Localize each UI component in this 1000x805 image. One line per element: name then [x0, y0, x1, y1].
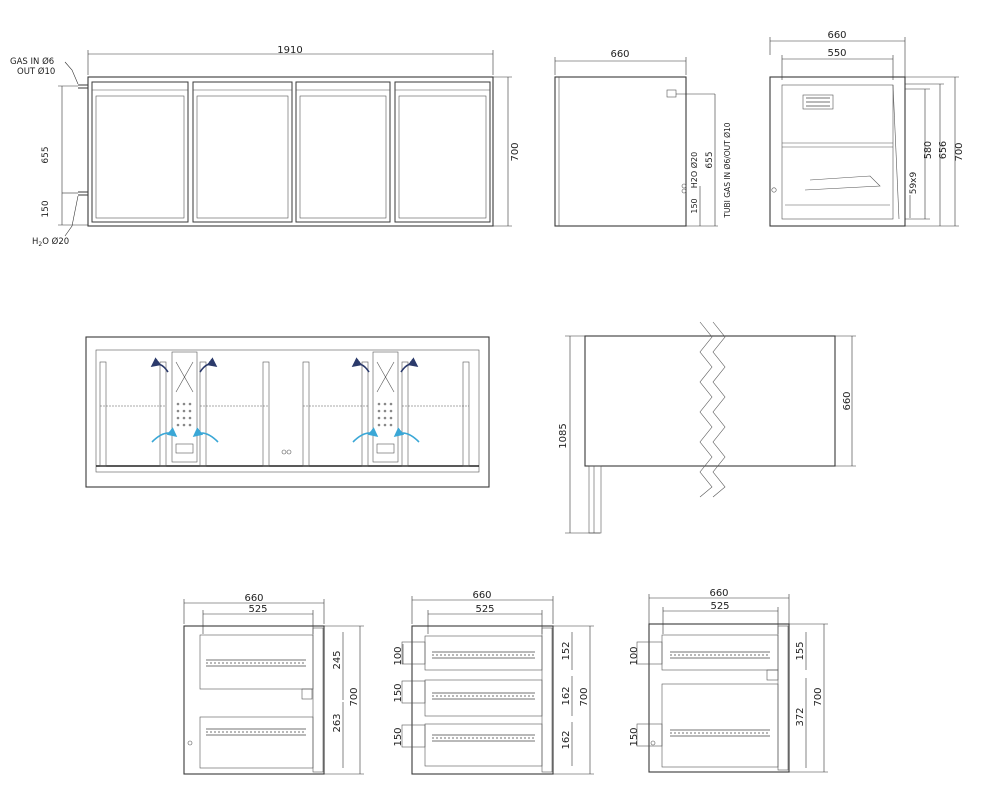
section-d660-dim: 660 [827, 30, 846, 41]
drawer3-left-l2: 150 [629, 727, 640, 746]
section-h580-dim: 580 [923, 141, 934, 159]
cross-section: 660 550 59x9 580 656 700 [769, 30, 965, 227]
drawer3-h-a: 155 [795, 641, 806, 660]
side-h655-dim: 655 [705, 151, 715, 168]
drawer3-w660: 660 [709, 588, 728, 599]
front-h700-dim: 700 [510, 142, 521, 161]
section-d550-dim: 550 [827, 48, 846, 59]
plan-unit-left [150, 351, 219, 463]
drawer1-h-b: 263 [332, 713, 343, 732]
front-h150-dim: 150 [41, 200, 51, 217]
side-depth-dim: 660 [610, 49, 629, 60]
drawer2-left-l1: 100 [393, 646, 404, 665]
side-elevation: 660 H2O Ø20 150 655 TUBI GAS IN Ø6/OUT Ø… [554, 49, 732, 227]
drawer2-left-l2: 150 [393, 683, 404, 702]
gas-out-label: OUT Ø10 [17, 66, 55, 77]
drawer2-w660: 660 [472, 590, 491, 601]
drawer2-h700: 700 [579, 687, 590, 706]
drawer3-h-b: 372 [795, 707, 806, 726]
front-width-dim: 1910 [277, 45, 302, 56]
front-doors [91, 81, 491, 223]
drawer2-h-a: 152 [561, 641, 572, 660]
drawer2-h-c: 162 [561, 730, 572, 749]
front-elevation: 1910 655 150 [10, 45, 521, 248]
drawer2-h-b: 162 [561, 686, 572, 705]
drawer1-w525: 525 [248, 604, 267, 615]
drawer3-h700: 700 [813, 687, 824, 706]
drawer2-left-l3: 150 [393, 727, 404, 746]
side-h150-dim: 150 [690, 198, 699, 213]
plan-side-d660-dim: 660 [842, 391, 853, 410]
side-h2o-label: H2O Ø20 [689, 152, 699, 188]
front-h655-dim: 655 [41, 146, 51, 163]
drawer1-h-a: 245 [332, 650, 343, 669]
plan-unit-right [351, 351, 420, 463]
drawer1-w660: 660 [244, 593, 263, 604]
plan-view [85, 336, 490, 488]
drawer2-w525: 525 [475, 604, 494, 615]
drawer1-h700: 700 [349, 687, 360, 706]
drawer-variant-2: 660 525 100 150 150 152 162 162 700 [393, 590, 594, 775]
gas-in-label: GAS IN Ø6 [10, 56, 54, 67]
section-h656-dim: 656 [938, 141, 949, 159]
drawer1-grille-top [206, 659, 306, 667]
section-h700-dim: 700 [954, 142, 965, 161]
plan-side-view: 1085 660 [558, 321, 856, 534]
section-slot-dim: 59x9 [909, 171, 919, 194]
plan-side-h1085-dim: 1085 [558, 423, 569, 448]
drawer3-w525: 525 [710, 601, 729, 612]
h2o-label: H2O Ø20 [32, 236, 69, 248]
plan-uprights [99, 361, 470, 467]
drawer1-grille-bottom [206, 728, 306, 736]
drawer3-left-l1: 100 [629, 646, 640, 665]
drawer-variant-1: 660 525 245 263 700 [183, 593, 364, 775]
drawer-variant-3: 660 525 100 150 155 372 700 [629, 588, 828, 773]
side-tubi-label: TUBI GAS IN Ø6/OUT Ø10 [723, 122, 732, 218]
